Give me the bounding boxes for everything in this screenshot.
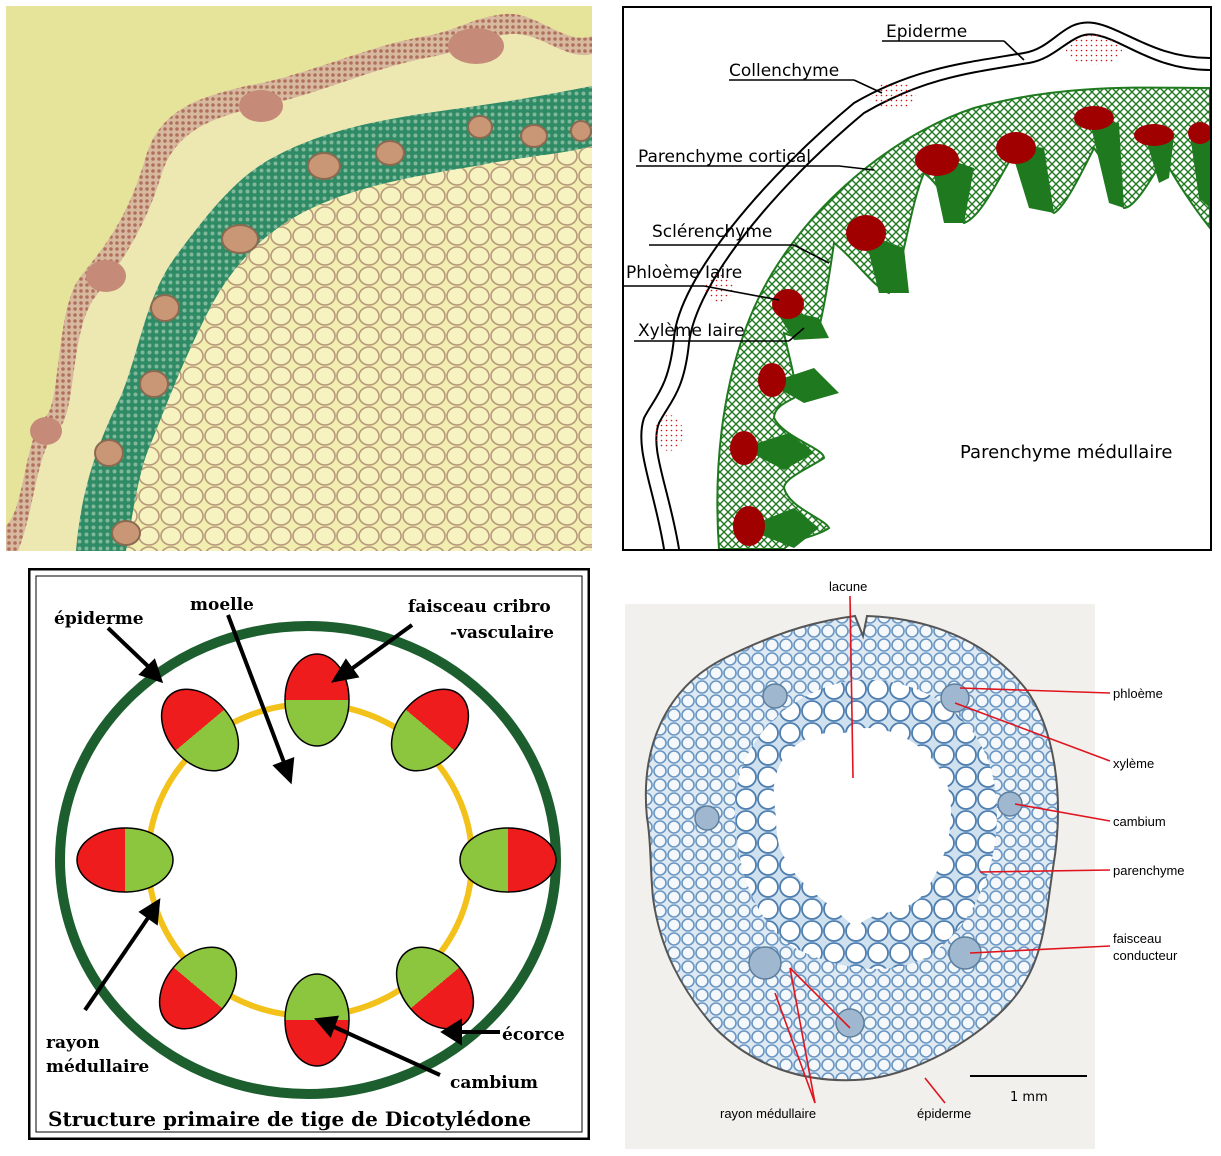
dicot-svg: épiderme moelle faisceau cribro -vascula… — [30, 570, 588, 1138]
micrograph-stem-section — [6, 6, 592, 551]
bundle-left — [77, 828, 173, 892]
label-faisceau-2: conducteur — [1113, 948, 1178, 963]
label-moelle: moelle — [190, 595, 254, 615]
label-parenchyme: parenchyme — [1113, 863, 1185, 878]
dicot-stem-schematic: épiderme moelle faisceau cribro -vascula… — [28, 568, 590, 1140]
label-cambium: cambium — [450, 1073, 538, 1093]
label-parenchyme-cortical: Parenchyme cortical — [638, 147, 811, 167]
label-epiderme: épiderme — [54, 609, 144, 629]
label-cambium: cambium — [1113, 814, 1166, 829]
label-parenchyme-medullaire: Parenchyme médullaire — [960, 442, 1172, 463]
label-rayon: rayon médullaire — [720, 1106, 816, 1121]
label-epiderme: épiderme — [917, 1106, 971, 1121]
label-faisceau-1: faisceau cribro — [408, 597, 551, 617]
label-ecorce: écorce — [502, 1025, 565, 1045]
label-collenchyme: Collenchyme — [729, 61, 839, 81]
micrograph-svg — [6, 6, 592, 551]
label-faisceau-1: faisceau — [1113, 931, 1161, 946]
label-faisceau-2: -vasculaire — [450, 623, 554, 643]
schematic-stem-diagram: Epiderme Collenchyme Parenchyme cortical… — [622, 6, 1212, 551]
label-xyleme: Xylème Iaire — [638, 321, 745, 341]
label-phloeme: Phloème Iaire — [626, 263, 742, 283]
scale-label: 1 mm — [1010, 1090, 1048, 1105]
label-lacune: lacune — [829, 579, 867, 594]
stained-svg: 1 mm lacune phloème xylème cambium paren… — [625, 568, 1215, 1150]
schematic-svg: Epiderme Collenchyme Parenchyme cortical… — [624, 8, 1210, 549]
bundle-right — [460, 828, 556, 892]
label-xyleme: xylème — [1113, 756, 1154, 771]
label-sclerenchyme: Sclérenchyme — [652, 222, 772, 242]
stained-stem-micrograph: 1 mm lacune phloème xylème cambium paren… — [625, 568, 1215, 1150]
diagram-caption: Structure primaire de tige de Dicotylédo… — [48, 1107, 531, 1131]
label-rayon-1: rayon — [46, 1033, 100, 1053]
label-phloeme: phloème — [1113, 686, 1163, 701]
label-epiderme: Epiderme — [886, 22, 967, 42]
label-rayon-2: médullaire — [46, 1057, 149, 1077]
bundle-top — [285, 654, 349, 746]
